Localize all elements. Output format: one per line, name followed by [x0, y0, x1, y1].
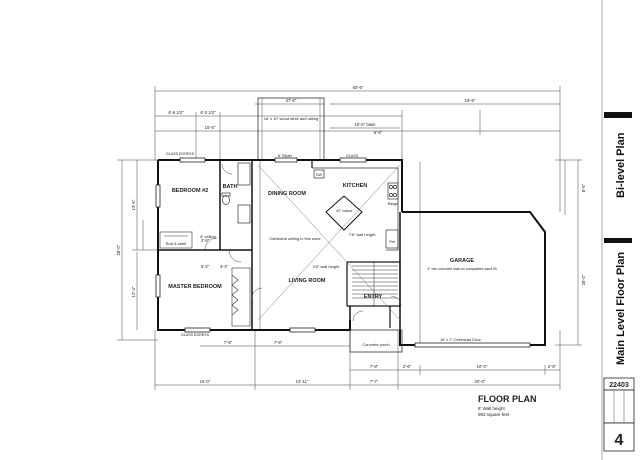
- dim-top-right-2: 10'-6" base: [355, 122, 377, 127]
- glass-note: GLASS: [346, 154, 359, 158]
- caption-title: FLOOR PLAN: [478, 394, 537, 404]
- title-block: Bi-level Plan Main Level Floor Plan 2240…: [601, 0, 635, 460]
- wall-height-note: 7'8" wall height: [349, 232, 377, 237]
- dimension-lines: [117, 86, 582, 390]
- plan-notes: 6' Slider Cathedral ceiling in this zone…: [166, 152, 497, 337]
- sidebar-bar-mid: [604, 238, 632, 243]
- dim-small-4: 5'-2": [201, 264, 210, 269]
- dim-top-left-1: 6'-6 1/2": [168, 110, 184, 115]
- kitchen-counters: [312, 167, 399, 251]
- room-labels: BEDROOM #2 BATH DINING ROOM KITCHEN LIVI…: [168, 183, 474, 300]
- copyright-box: [603, 389, 635, 424]
- concrete-porch: Concrete porch: [349, 329, 403, 353]
- windows: [155, 157, 367, 333]
- sheet-title-label: Main Level Floor Plan: [615, 252, 627, 365]
- sidebar-bar-top: [604, 112, 632, 118]
- deck: 16' x 10' wood deck and railing: [257, 97, 325, 161]
- sheet-number: 4: [615, 432, 624, 449]
- dim-top-right: 19'-6": [465, 98, 476, 103]
- cathedral-note: Cathedral ceiling in this zone: [269, 236, 321, 241]
- garage-slab-note: 4" min concrete slab on compacted sand f…: [427, 267, 496, 271]
- dim-bottom-entry: 7'-7": [370, 379, 379, 384]
- dimension-labels: 50'-6" 37'-6" 6'-6 1/2" 6'-3 1/2" 15'-6"…: [116, 85, 586, 384]
- dim-top-left-2: 6'-3 1/2": [200, 110, 216, 115]
- room-dining: DINING ROOM: [268, 191, 306, 197]
- dim-overall-top: 50'-6": [353, 85, 364, 90]
- dim-bottom-garage: 20'-0": [475, 379, 486, 384]
- cathedral-diagonals: [257, 164, 401, 321]
- kitchen-island: 42" island: [325, 195, 363, 231]
- caption-note-1: 8' Wall height: [478, 406, 505, 411]
- room-living: LIVING ROOM: [289, 278, 326, 284]
- slider-note: 6' Slider: [278, 153, 293, 158]
- dim-small-2: 7'-6": [274, 340, 283, 345]
- room-bath: BATH: [223, 184, 238, 190]
- dim-right-upper: 8'-6": [581, 183, 586, 192]
- sheet-number-box: [603, 422, 635, 452]
- dim-bot-c: 10'-0": [477, 364, 488, 369]
- door-swings: [204, 163, 402, 322]
- rod-shelf-note: Rod & shelf: [166, 241, 188, 246]
- dim-right-overall: 28'-0": [581, 274, 586, 285]
- dim-bot-d: 2'-6": [548, 364, 557, 369]
- ceiling-note: 8' ceiling: [200, 234, 215, 239]
- overhead-door-note: 16' x 7' Overhead Door: [440, 337, 482, 342]
- dim-left-overall: 28'-0": [116, 244, 121, 255]
- dim-left-lower: 12'-4": [131, 286, 136, 297]
- dim-small-3: 3'-4": [220, 264, 229, 269]
- room-entry: ENTRY: [364, 294, 383, 300]
- dim-top-mid-1: 15'-6": [205, 125, 216, 130]
- dim-top-right-3: 6'-6": [374, 130, 383, 135]
- room-garage: GARAGE: [450, 258, 474, 264]
- egress-note-2: GLASS EGRESS: [181, 333, 210, 337]
- bath-fixtures: [221, 162, 251, 224]
- dim-left-upper: 13'-6": [131, 199, 136, 210]
- deck-note: 16' x 10' wood deck and railing: [264, 116, 318, 121]
- porch-note: Concrete porch: [362, 342, 389, 347]
- plan-number: 22403: [609, 382, 629, 389]
- egress-note-1: GLASS EGRESS: [166, 152, 195, 156]
- garage-door: 16' x 7' Overhead Door: [414, 337, 531, 348]
- dim-deck-width: 37'-6": [286, 98, 297, 103]
- dim-small-5: 2'-5": [201, 238, 210, 243]
- room-kitchen: KITCHEN: [343, 183, 367, 189]
- island-note: 42" island: [336, 209, 352, 213]
- plan-caption: FLOOR PLAN 8' Wall height 983 square fee…: [478, 394, 537, 417]
- range-note: Range: [388, 202, 399, 206]
- dim-bot-b: 2'-6": [403, 364, 412, 369]
- caption-note-2: 983 square feet: [478, 412, 510, 417]
- dim-bottom-left: 15'-0": [200, 379, 211, 384]
- room-master: MASTER BEDROOM: [168, 284, 222, 290]
- walls: [157, 159, 546, 346]
- dim-bottom-mid: 13'-11": [296, 379, 309, 384]
- stairs: [352, 262, 398, 306]
- dim-small-1: 7'-6": [224, 340, 233, 345]
- dim-bot-a: 7'-8": [370, 364, 379, 369]
- room-bedroom2: BEDROOM #2: [172, 188, 208, 194]
- plan-type-label: Bi-level Plan: [615, 132, 627, 198]
- ref-note: Ref: [389, 240, 395, 244]
- closets: [159, 231, 251, 327]
- dw-note: DW: [316, 173, 323, 177]
- wall-height-note-2: 3'8" wall height: [313, 264, 341, 269]
